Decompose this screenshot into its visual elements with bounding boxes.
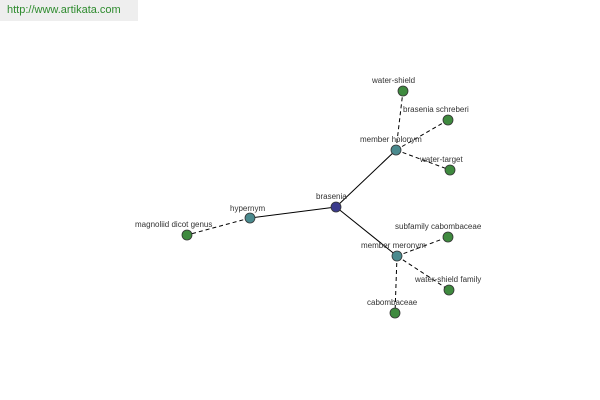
node-brasenia[interactable] — [330, 201, 342, 213]
edge-brasenia-member-holonym — [335, 149, 397, 208]
node-label-water-target[interactable]: water-target — [419, 155, 463, 164]
edge-member-meronym-cabombaceae — [394, 255, 398, 314]
node-magnoliid-dicot-genus[interactable] — [181, 229, 193, 241]
node-water-target[interactable] — [444, 164, 456, 176]
node-subfamily-cabombaceae[interactable] — [442, 231, 454, 243]
node-label-cabombaceae[interactable]: cabombaceae — [367, 298, 418, 307]
node-label-water-shield[interactable]: water-shield — [371, 76, 415, 85]
node-cabombaceae[interactable] — [389, 307, 401, 319]
node-label-magnoliid-dicot-genus[interactable]: magnoliid dicot genus — [135, 220, 212, 229]
node-member-meronym[interactable] — [391, 250, 403, 262]
edge-member-meronym-subfamily-cabombaceae — [396, 236, 449, 257]
node-label-water-shield-family[interactable]: water-shield family — [414, 275, 481, 284]
edge-hypernym-magnoliid-dicot-genus — [186, 217, 251, 236]
node-hypernym[interactable] — [244, 212, 256, 224]
node-brasenia-schreberi[interactable] — [442, 114, 454, 126]
site-watermark: http://www.artikata.com — [0, 0, 138, 21]
edge-brasenia-member-meronym — [335, 206, 398, 257]
node-label-member-holonym[interactable]: member holonym — [360, 135, 422, 144]
edges-layer — [186, 90, 451, 314]
nodes-layer — [181, 85, 456, 319]
edge-member-holonym-water-target — [395, 149, 451, 171]
node-label-subfamily-cabombaceae[interactable]: subfamily cabombaceae — [395, 222, 482, 231]
node-label-brasenia[interactable]: brasenia — [316, 192, 347, 201]
edge-member-holonym-water-shield — [395, 90, 404, 151]
node-water-shield-family[interactable] — [443, 284, 455, 296]
node-water-shield[interactable] — [397, 85, 409, 97]
edge-member-meronym-water-shield-family — [396, 255, 450, 291]
node-member-holonym[interactable] — [390, 144, 402, 156]
edge-member-holonym-brasenia-schreberi — [395, 119, 449, 151]
node-label-brasenia-schreberi[interactable]: brasenia schreberi — [403, 105, 469, 114]
node-label-member-meronym[interactable]: member meronym — [361, 241, 426, 250]
labels-layer: brasenia hypernym member holonym member mer… — [135, 76, 482, 307]
edge-brasenia-hypernym — [249, 206, 337, 219]
node-label-hypernym[interactable]: hypernym — [230, 204, 265, 213]
